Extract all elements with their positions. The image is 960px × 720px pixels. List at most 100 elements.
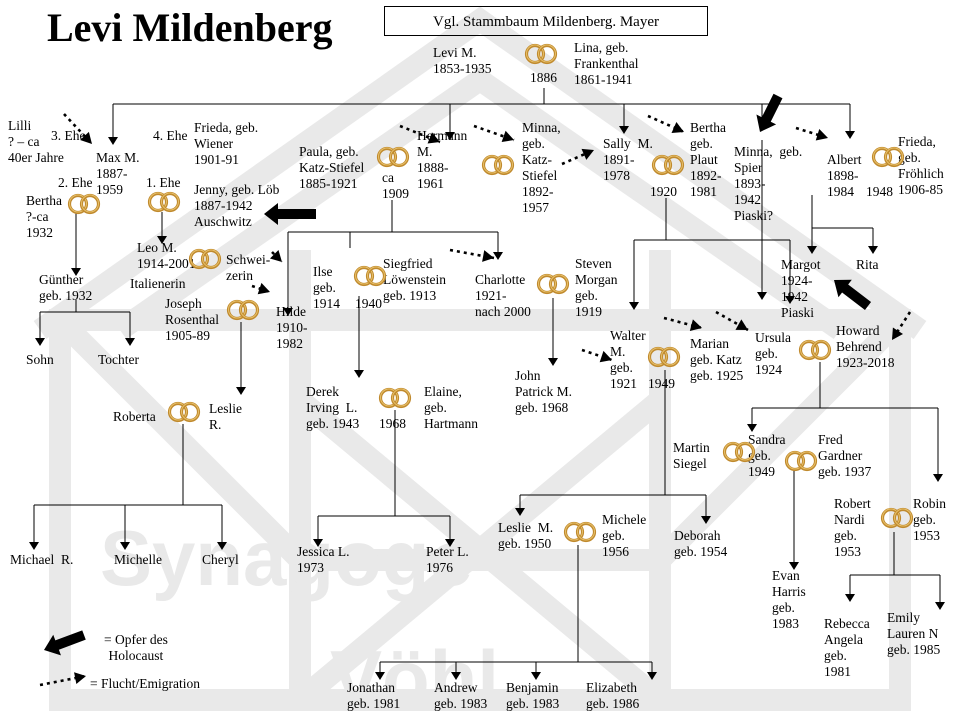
flight-arrow-bertha [647,114,685,134]
marriage-year-1886: 1886 [530,70,557,85]
wedding-rings-icon [563,521,597,543]
cheryl-label: Cheryl [202,552,239,567]
schweizerin-label: Schwei- zerin [226,252,271,283]
flight-arrow-charlotte [449,248,495,262]
wedding-rings-icon [647,346,681,368]
flight-arrow-walter [581,348,613,363]
hilde-label: Hilde 1910- 1982 [276,304,308,351]
marian-label: Marian geb. Katz geb. 1925 [690,336,744,383]
wedding-rings-icon [880,507,914,529]
jenny-label: Jenny, geb. Löb 1887-1942 Auschwitz [194,182,280,229]
watermark-word-2: Vöhl [330,634,499,720]
derek-label: Derek Irving L. geb. 1943 [306,384,360,431]
robert-label: Robert Nardi geb. 1953 [834,496,871,559]
rebecca-label: Rebecca Angela geb. 1981 [824,616,870,679]
ursula-label: Ursula geb. 1924 [755,330,791,377]
frieda-wiener-label: Frieda, geb. Wiener 1901-91 [194,120,259,167]
sally-label: Sally M. 1891- 1978 [603,136,653,183]
flight-arrow-hermann [399,124,441,144]
flight-arrow-ursula [715,310,749,332]
watermark-word-1: Synagoge [100,514,473,602]
flight-arrow-minna-k [473,124,515,143]
wedding-rings-icon [376,146,410,168]
bertha-plaut-label: Bertha geb. Plaut 1892- 1981 [690,120,726,199]
robin-label: Robin geb. 1953 [913,496,947,543]
tochter-label: Tochter [98,352,140,367]
howard-label: Howard Behrend 1923-2018 [836,323,895,370]
john-label: John Patrick M. geb. 1968 [515,368,572,415]
frieda-froehlich-label: Frieda, geb. Fröhlich 1906-85 [898,134,944,197]
margot-label: Margot 1924- 1942 Piaski [781,257,821,320]
wedding-rings-icon [871,146,905,168]
flight-arrow-sally-left [561,148,595,166]
leo-label: Leo M. 1914-2001 [137,240,196,271]
marriage-3-label: 3. Ehe [51,128,86,143]
fred-label: Fred Gardner geb. 1937 [818,432,872,479]
flight-arrow-schweizerin [269,249,283,263]
flight-arrow-albert [795,126,829,141]
legend-victim-arrow [44,630,86,656]
ilse-label: Ilse geb. 1914 [313,264,340,311]
levi-label: Levi M. 1853-1935 [433,45,492,76]
flight-arrow-howard [890,311,912,341]
wedding-rings-icon [784,450,818,472]
wedding-rings-icon [798,339,832,361]
evan-label: Evan Harris geb. 1983 [772,568,806,631]
wedding-rings-icon [167,401,201,423]
legend-victim-text: = Opfer des Holocaust [104,632,168,663]
italienerin-label: Italienerin [130,276,186,291]
elaine-label: Elaine, geb. Hartmann [424,384,478,431]
andrew-label: Andrew geb. 1983 [434,680,488,711]
legend-flight-arrow [39,672,87,687]
bertha-label: Bertha ?-ca 1932 [26,193,62,240]
victim-arrow-jenny [264,203,316,225]
wedding-rings-icon [147,191,181,213]
walter-label: Walter M. geb. 1921 [610,328,646,391]
jonathan-label: Jonathan geb. 1981 [347,680,401,711]
michele-label: Michele geb. 1956 [602,512,647,559]
rita-label: Rita [856,257,879,272]
wedding-rings-icon [188,248,222,270]
leslie-r-label: Leslie R. [209,401,242,432]
albert-label: Albert 1898- 1984 [827,152,862,199]
lilli-label: Lilli ? – ca 40er Jahre [8,118,64,165]
wedding-rings-icon [651,154,685,176]
wedding-rings-icon [353,265,387,287]
reference-box: Vgl. Stammbaum Mildenberg. Mayer [384,6,708,36]
marriage-year-1909: ca 1909 [382,170,409,201]
sandra-label: Sandra geb. 1949 [748,432,786,479]
marriage-2-label: 2. Ehe [58,175,93,190]
wedding-rings-icon [536,273,570,295]
paula-label: Paula, geb. Katz-Stiefel 1885-1921 [299,144,365,191]
legend-flight-text: = Flucht/Emigration [90,676,200,691]
wedding-rings-icon [524,43,558,65]
wedding-rings-icon [378,387,412,409]
sohn-label: Sohn [26,352,54,367]
marriage-year-1949: 1949 [648,376,675,391]
michelle-label: Michelle [114,552,162,567]
wedding-rings-icon [722,441,756,463]
michael-label: Michael R. [10,552,74,567]
roberta-label: Roberta [113,409,156,424]
benjamin-label: Benjamin geb. 1983 [506,680,560,711]
lina-label: Lina, geb. Frankenthal 1861-1941 [574,40,639,87]
marriage-year-1968: 1968 [379,416,406,431]
marriage-year-1948: 1948 [866,184,893,199]
flight-arrow-max [63,113,93,145]
wedding-rings-icon [481,154,515,176]
martin-label: Martin Siegel [673,440,710,471]
steven-label: Steven Morgan geb. 1919 [575,256,618,319]
deborah-label: Deborah geb. 1954 [674,528,728,559]
leslie-m-label: Leslie M. geb. 1950 [498,520,554,551]
peter-label: Peter L. 1976 [426,544,469,575]
wedding-rings-icon [226,299,260,321]
victim-arrow-minna [756,93,783,132]
marriage-4-label: 4. Ehe [153,128,188,143]
marriage-year-1940: 1940 [355,296,382,311]
flight-arrow-marian [663,316,703,332]
minna-spier-label: Minna, geb. Spier 1893- 1942 Piaski? [734,144,803,223]
max-label: Max M. 1887- 1959 [96,150,140,197]
flight-arrow-hilde [251,282,271,295]
